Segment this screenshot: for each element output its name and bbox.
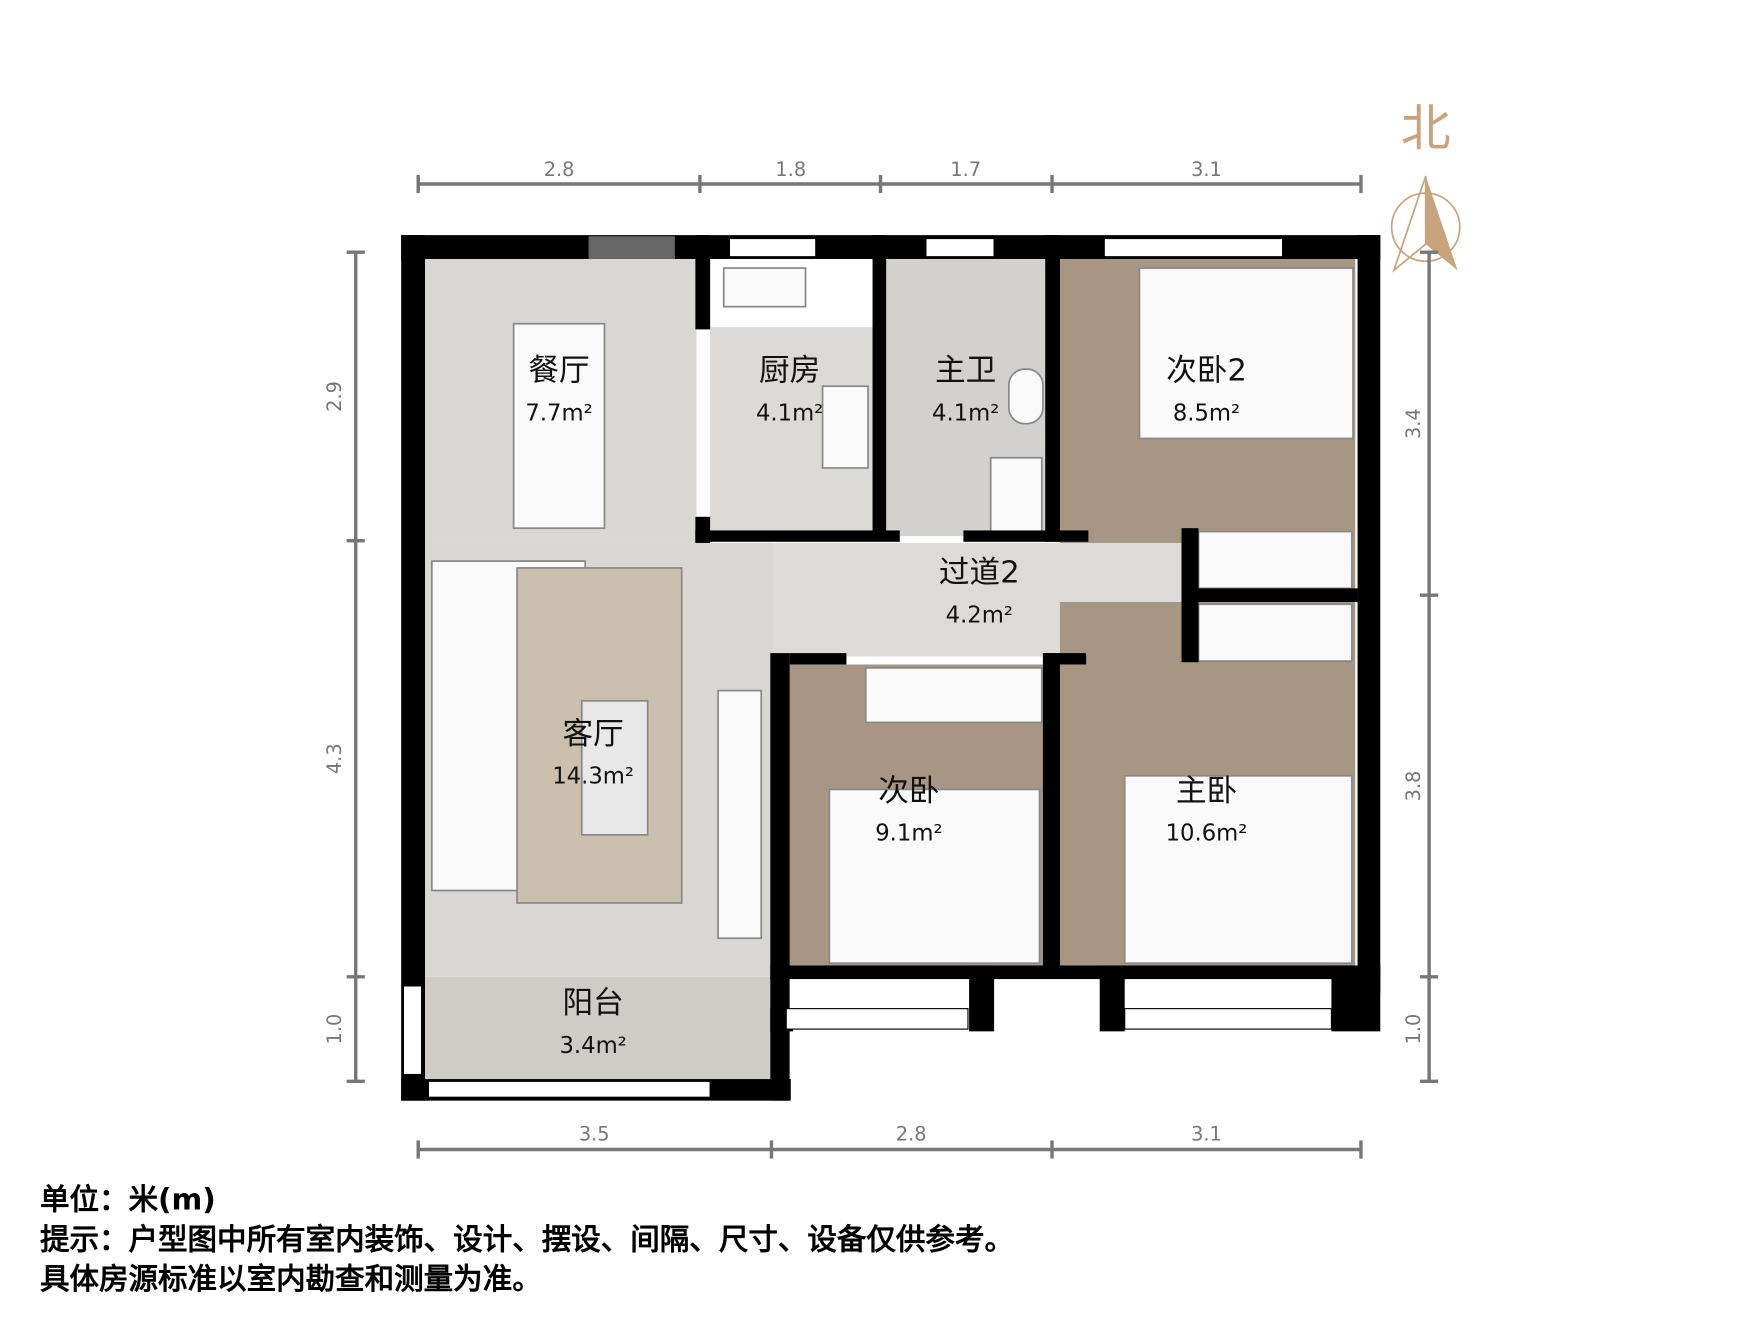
window	[1103, 237, 1284, 258]
north-label: 北	[1401, 99, 1451, 157]
bed-2	[1138, 267, 1354, 440]
dim-left-1: 2.9	[323, 381, 346, 412]
room-name-bathroom: 主卫	[935, 354, 996, 389]
room-labels: 餐厅 7.7m² 厨房 4.1m² 主卫 4.1m² 次卧2 8.5m² 过道2…	[525, 354, 1247, 1059]
room-name-master-bedroom: 主卧	[1176, 774, 1237, 809]
room-name-kitchen: 厨房	[759, 354, 820, 389]
dim-top-2: 1.8	[775, 158, 806, 181]
room-name-dining: 餐厅	[528, 354, 589, 389]
bed-master	[1123, 774, 1353, 965]
sink-counter	[989, 456, 1043, 533]
stove	[821, 385, 869, 469]
window	[785, 1008, 969, 1030]
room-name-bedroom2: 次卧2	[1166, 354, 1247, 389]
note-standard: 具体房源标准以室内勘查和测量为准。	[40, 1262, 542, 1296]
bed-secondary	[828, 788, 1041, 965]
dim-top-4: 3.1	[1191, 158, 1222, 181]
note-hint: 提示：户型图中所有室内装饰、设计、摆设、间隔、尺寸、设备仅供参考。	[40, 1222, 1014, 1256]
room-name-balcony: 阳台	[562, 986, 623, 1021]
room-area-corridor: 4.2m²	[946, 602, 1013, 628]
room-name-secondary-bedroom: 次卧	[878, 774, 939, 809]
dim-right-2: 3.8	[1402, 771, 1425, 802]
dim-bottom-2: 2.8	[896, 1122, 927, 1145]
wardrobe-master	[1197, 603, 1353, 662]
window	[925, 237, 995, 258]
window	[427, 1080, 711, 1098]
wardrobe-2	[1197, 530, 1353, 590]
note-unit: 单位：米(m)	[40, 1183, 216, 1217]
dimension-left	[346, 250, 365, 1084]
dimension-top	[416, 174, 1363, 194]
dim-top-1: 2.8	[544, 158, 575, 181]
north-arrow-left-icon	[1392, 175, 1427, 273]
dining-table	[512, 322, 606, 530]
dim-left-2: 4.3	[323, 743, 346, 774]
window	[402, 985, 423, 1076]
window	[728, 237, 817, 258]
dimension-right	[1420, 250, 1439, 1084]
room-name-living: 客厅	[562, 717, 623, 752]
coffee-table	[580, 699, 649, 836]
furniture	[430, 267, 1354, 965]
room-area-master-bedroom: 10.6m²	[1166, 821, 1248, 847]
room-name-corridor: 过道2	[939, 556, 1020, 591]
windows	[402, 237, 1333, 1098]
dim-top-3: 1.7	[950, 158, 981, 181]
room-area-balcony: 3.4m²	[559, 1033, 626, 1059]
dim-left-3: 1.0	[323, 1014, 346, 1045]
dim-bottom-3: 3.1	[1191, 1122, 1222, 1145]
room-area-bedroom2: 8.5m²	[1173, 400, 1240, 426]
room-area-living: 14.3m²	[552, 764, 634, 790]
window	[1124, 1008, 1333, 1030]
dim-bottom-1: 3.5	[579, 1122, 610, 1145]
room-area-secondary-bedroom: 9.1m²	[875, 821, 942, 847]
north-compass: 北	[1390, 99, 1461, 273]
tv-cabinet	[717, 689, 763, 940]
toilet	[1007, 368, 1044, 425]
entry-door[interactable]	[588, 236, 675, 259]
wardrobe-secondary	[864, 667, 1043, 724]
room-area-dining: 7.7m²	[525, 400, 592, 426]
dim-right-1: 3.4	[1402, 408, 1425, 439]
room-area-bathroom: 4.1m²	[932, 400, 999, 426]
dim-right-3: 1.0	[1402, 1014, 1425, 1045]
dimension-bottom	[416, 1140, 1363, 1159]
room-area-kitchen: 4.1m²	[756, 400, 823, 426]
kitchen-sink	[722, 267, 807, 308]
